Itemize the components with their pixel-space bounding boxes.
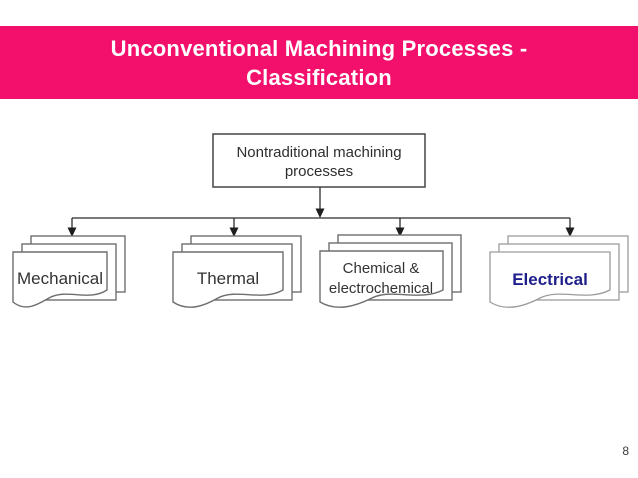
root-box xyxy=(212,133,426,188)
card-front xyxy=(489,251,611,308)
branch-arrow-mechanical-icon xyxy=(67,227,77,237)
root-arrow-icon xyxy=(315,208,325,218)
branch-arrow-thermal-icon xyxy=(229,227,239,237)
branch-label-chemical-line1: Chemical & xyxy=(343,260,420,277)
page-number: 8 xyxy=(622,444,629,458)
branch-label-electrical: Electrical xyxy=(512,270,588,289)
card-stack-thermal: Thermal xyxy=(172,235,302,308)
branch-label-thermal: Thermal xyxy=(197,269,259,288)
root-label-line2: processes xyxy=(285,163,353,180)
card-front xyxy=(319,250,444,308)
slide-title-banner: Unconventional Machining Processes - Cla… xyxy=(0,26,638,99)
connector-lines xyxy=(67,187,575,237)
card-stack-chemical-electrochemical: Chemical & electrochemical xyxy=(319,234,462,308)
branch-label-chemical-line2: electrochemical xyxy=(329,280,433,297)
branch-arrow-electrical-icon xyxy=(565,227,575,237)
slide-title: Unconventional Machining Processes - Cla… xyxy=(110,35,528,90)
branch-label-mechanical: Mechanical xyxy=(17,269,103,288)
card-front xyxy=(12,251,108,308)
card-stack-electrical: Electrical xyxy=(489,235,629,308)
card-stack-mechanical: Mechanical xyxy=(12,235,126,308)
card-front xyxy=(172,251,284,308)
root-label-line1: Nontraditional machining xyxy=(236,144,401,161)
root-node: Nontraditional machining processes xyxy=(212,133,426,188)
branch-arrow-chemical-icon xyxy=(395,227,405,237)
